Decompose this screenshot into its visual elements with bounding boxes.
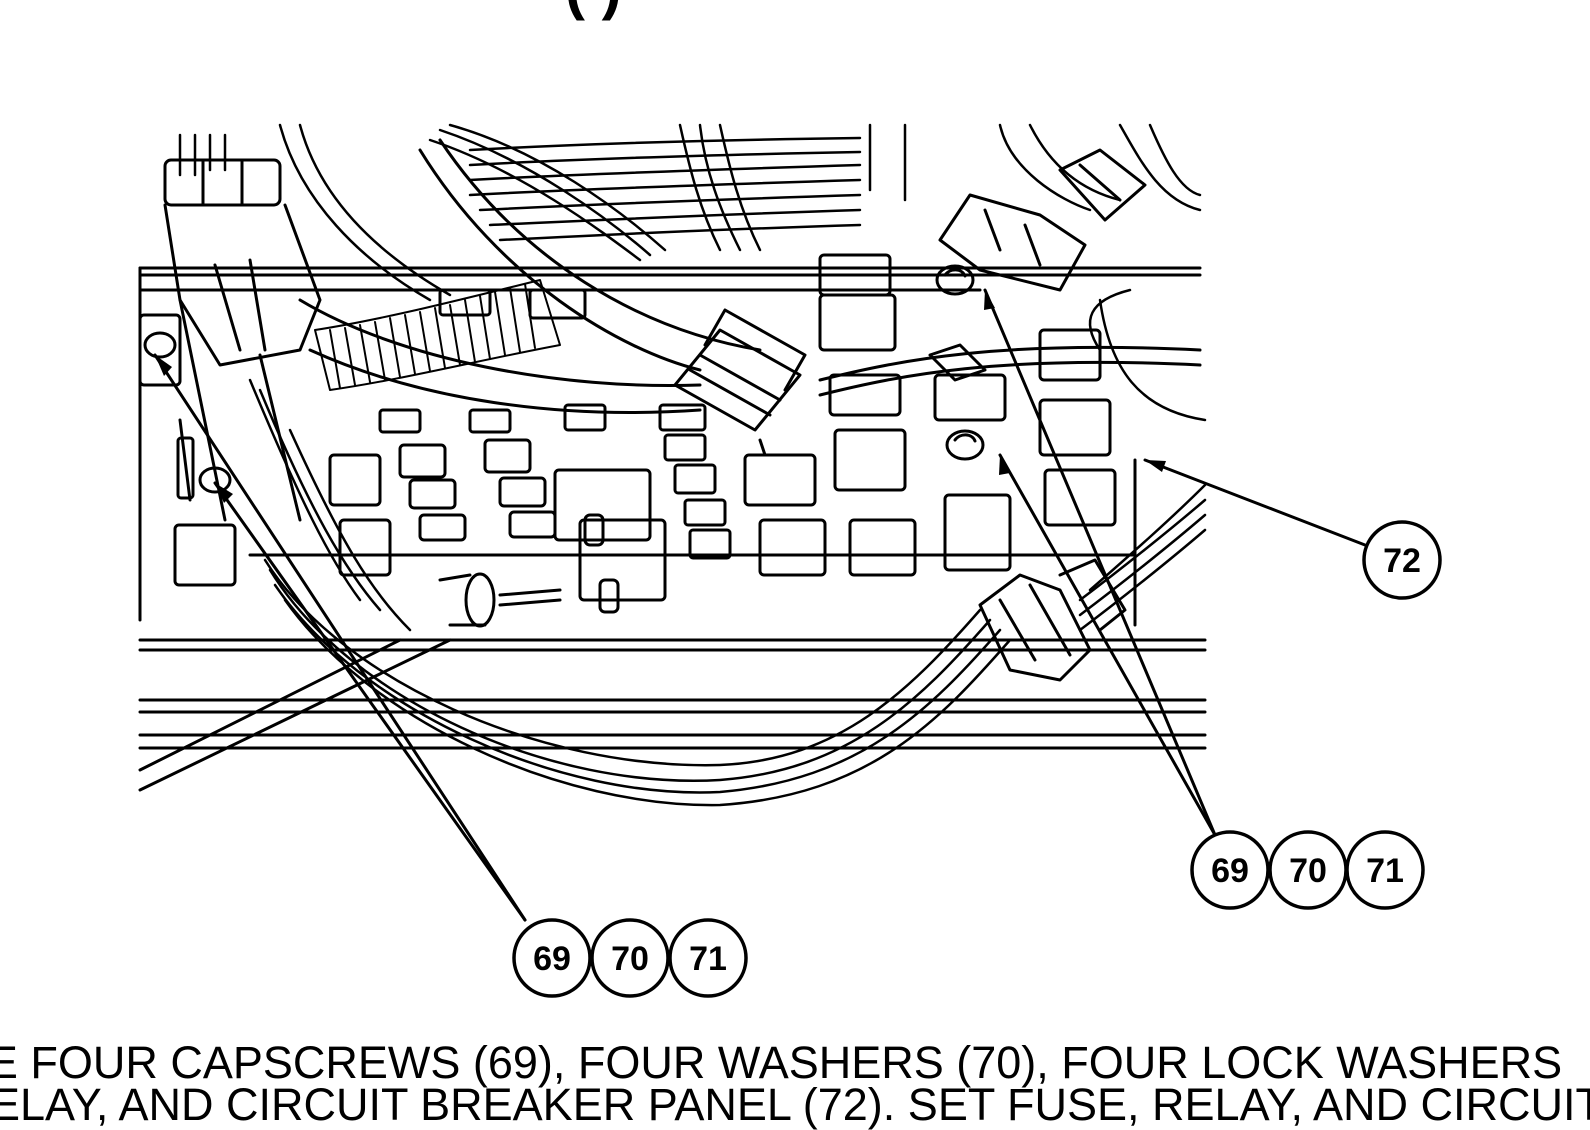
leader-lines — [153, 288, 1367, 922]
caption-line-1: E FOUR CAPSCREWS (69), FOUR WASHERS (70)… — [0, 1037, 1563, 1088]
callout-right-group: 69 70 71 — [1190, 830, 1425, 910]
wire-bundle-top — [178, 123, 1202, 302]
callout-71: 71 — [1366, 852, 1404, 890]
center-connector — [673, 308, 987, 457]
conduit — [298, 138, 1202, 414]
header-partial: ( ) — [565, 0, 622, 21]
callout-70: 70 — [611, 940, 649, 978]
callout-69: 69 — [1211, 852, 1249, 890]
ribbed-hose — [314, 279, 561, 391]
small-parts — [438, 513, 620, 628]
callout-left-group: 69 70 71 — [512, 918, 748, 998]
wire-harness-loop — [248, 288, 1207, 807]
top-right-connectors — [938, 148, 1147, 292]
callout-panel: 72 — [1362, 520, 1442, 600]
callout-69: 69 — [533, 940, 571, 978]
frame-rails — [138, 638, 1207, 792]
mounting-holes — [143, 264, 985, 494]
callout-71: 71 — [689, 940, 727, 978]
caption-line-2: ELAY, AND CIRCUIT BREAKER PANEL (72). SE… — [0, 1079, 1590, 1130]
callout-70: 70 — [1289, 852, 1327, 890]
line-art — [138, 123, 1367, 922]
relay-blocks — [138, 253, 1117, 602]
callout-72: 72 — [1383, 542, 1421, 580]
arrowheads — [155, 290, 1166, 503]
left-connector — [163, 158, 322, 522]
